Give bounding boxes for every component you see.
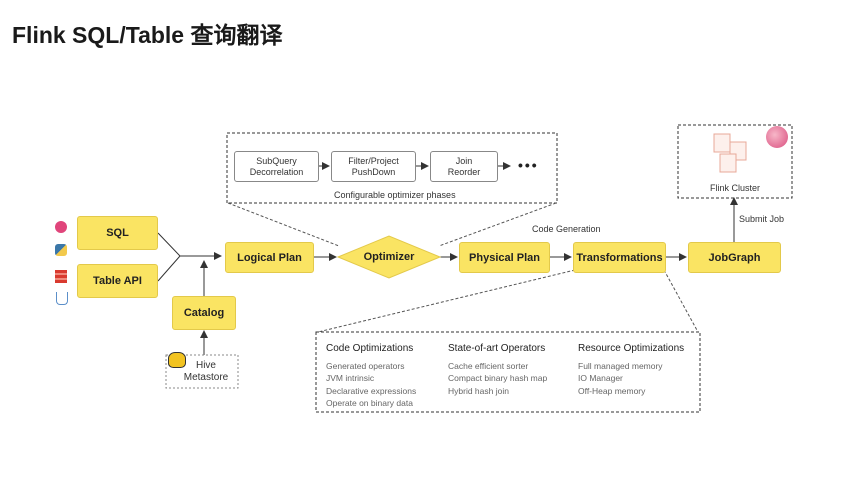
resource-optimizations-column: Resource Optimizations Full managed memo… <box>578 343 684 397</box>
server-cluster-icon <box>712 132 752 176</box>
list-item: Cache efficient sorter <box>448 360 529 371</box>
phase-line1: Filter/Project <box>348 155 399 166</box>
physical-plan-box: Physical Plan <box>459 242 550 273</box>
logical-plan-box: Logical Plan <box>225 242 314 273</box>
sql-box: SQL <box>77 216 158 250</box>
page-title: Flink SQL/Table 查询翻译 <box>12 22 283 48</box>
hive-icon <box>168 352 186 368</box>
phase-filter-project-pushdown: Filter/Project PushDown <box>331 151 416 182</box>
list-item: Declarative expressions <box>326 385 417 396</box>
list-item: Off-Heap memory <box>578 385 646 396</box>
column-heading: Resource Optimizations <box>578 343 685 354</box>
python-icon <box>55 244 67 256</box>
catalog-box: Catalog <box>172 296 236 330</box>
jobgraph-box: JobGraph <box>688 242 781 273</box>
list-item: Generated operators <box>326 360 405 371</box>
configurable-phases-label: Configurable optimizer phases <box>334 190 456 200</box>
table-api-box: Table API <box>77 264 158 298</box>
transformations-box: Transformations <box>573 242 666 273</box>
list-item: JVM intrinsic <box>326 373 375 383</box>
operators-column: State-of-art Operators Cache efficient s… <box>448 343 547 397</box>
phase-line1: Join <box>455 155 473 166</box>
scala-stairs-icon <box>55 270 67 283</box>
more-phases-ellipsis: ••• <box>518 157 539 173</box>
code-generation-label: Code Generation <box>532 224 601 234</box>
list-item: IO Manager <box>578 373 623 383</box>
list-item: Full managed memory <box>578 360 663 371</box>
list-item: Hybrid hash join <box>448 385 509 396</box>
phase-join-reorder: Join Reorder <box>430 151 498 182</box>
phase-line2: Decorrelation <box>249 166 304 177</box>
optimizer-label: Optimizer <box>363 251 415 263</box>
flink-squirrel-icon <box>766 126 788 148</box>
column-heading: Code Optimizations <box>326 343 414 354</box>
list-item: Operate on binary data <box>326 398 413 408</box>
java-icon <box>56 292 68 305</box>
code-optimizations-column: Code Optimizations Generated operators J… <box>326 343 416 410</box>
list-item: Compact binary hash map <box>448 373 548 383</box>
phase-line2: PushDown <box>351 166 396 177</box>
flink-cluster-label: Flink Cluster <box>710 183 761 193</box>
scala-icon <box>55 221 67 233</box>
phase-subquery-decorrelation: SubQuery Decorrelation <box>234 151 319 182</box>
hive-metastore-label: Hive Metastore <box>183 360 229 383</box>
phase-line2: Reorder <box>447 166 481 177</box>
column-heading: State-of-art Operators <box>448 343 546 354</box>
phase-line1: SubQuery <box>256 155 297 166</box>
submit-job-label: Submit Job <box>739 214 785 224</box>
